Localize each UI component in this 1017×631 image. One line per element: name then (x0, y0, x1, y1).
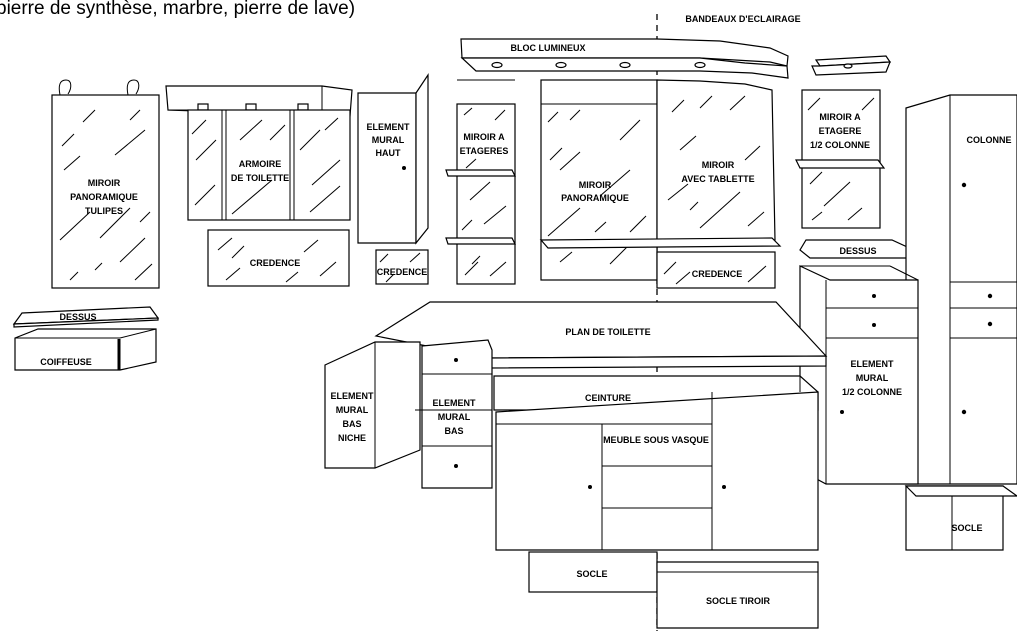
label-miroir-tablette-1: MIROIR (702, 160, 735, 170)
caption-text: pierre de synthèse, marbre, pierre de la… (0, 0, 355, 19)
label-emdc-1: ELEMENT (850, 359, 894, 369)
label-emb-3: BAS (444, 426, 463, 436)
socle-center: SOCLE (528, 551, 658, 593)
label-socle-1: SOCLE (576, 569, 607, 579)
label-embn-2: MURAL (336, 405, 369, 415)
element-mural-bas: ELEMENT MURAL BAS (415, 339, 493, 489)
miroir-avec-tablette: MIROIR AVEC TABLETTE (539, 79, 782, 249)
miroir-etagere-demi-colonne: MIROIR A ETAGERE 1/2 COLONNE (795, 89, 886, 229)
label-miroir-demi-2: ETAGERE (819, 126, 862, 136)
label-armoire-1: ARMOIRE (239, 159, 282, 169)
label-ceinture: CEINTURE (585, 393, 631, 403)
label-meuble-sous-vasque: MEUBLE SOUS VASQUE (603, 435, 709, 445)
element-mural-bas-niche: ELEMENT MURAL BAS NICHE (324, 341, 421, 469)
label-credence-2: CREDENCE (377, 267, 428, 277)
socle-tiroir: SOCLE TIROIR (656, 561, 819, 629)
label-miroir-demi-1: MIROIR A (819, 112, 861, 122)
colonne: COLONNE (905, 94, 1017, 485)
label-miroir-etageres-1: MIROIR A (463, 132, 505, 142)
miroir-panoramique-tulipes: MIROIR PANORAMIQUE TULIPES (51, 79, 160, 289)
label-embn-3: BAS (342, 419, 361, 429)
credence-3: CREDENCE (656, 251, 776, 289)
element-mural-haut: ELEMENT MURAL HAUT (357, 73, 429, 245)
label-bandeaux: BANDEAUX D'ECLAIRAGE (685, 14, 800, 24)
bloc-lumineux: BLOC LUMINEUX (460, 38, 789, 79)
label-coiffeuse: COIFFEUSE (40, 357, 92, 367)
label-socle-2: SOCLE (951, 523, 982, 533)
coiffeuse: COIFFEUSE (14, 328, 157, 371)
label-miroir-tulipes-1: MIROIR (88, 178, 121, 188)
label-miroir-pano-2: PANORAMIQUE (561, 193, 629, 203)
label-emb-2: MURAL (438, 412, 471, 422)
label-plan-toilette: PLAN DE TOILETTE (565, 327, 650, 337)
label-emh-2: MURAL (372, 135, 405, 145)
label-miroir-tablette-2: AVEC TABLETTE (681, 174, 754, 184)
label-bloc-lumineux: BLOC LUMINEUX (511, 43, 586, 53)
credence-1: CREDENCE (207, 229, 350, 287)
label-embn-1: ELEMENT (330, 391, 374, 401)
armoire-de-toilette: ARMOIRE DE TOILETTE (165, 85, 353, 221)
meuble-sous-vasque: MEUBLE SOUS VASQUE (495, 391, 819, 551)
label-emdc-3: 1/2 COLONNE (842, 387, 902, 397)
socle-right: SOCLE (904, 485, 1017, 551)
dessus-demi-colonne: DESSUS (799, 239, 919, 259)
label-miroir-pano-1: MIROIR (579, 180, 612, 190)
label-credence-3: CREDENCE (692, 269, 743, 279)
label-miroir-tulipes-2: PANORAMIQUE (70, 192, 138, 202)
label-emh-3: HAUT (376, 148, 401, 158)
label-emh-1: ELEMENT (366, 122, 410, 132)
label-armoire-2: DE TOILETTE (231, 173, 289, 183)
label-emb-1: ELEMENT (432, 398, 476, 408)
label-credence-1: CREDENCE (250, 258, 301, 268)
label-miroir-demi-3: 1/2 COLONNE (810, 140, 870, 150)
label-dessus-2: DESSUS (839, 246, 876, 256)
label-socle-tiroir: SOCLE TIROIR (706, 596, 771, 606)
label-embn-4: NICHE (338, 433, 366, 443)
miroir-a-etageres: MIROIR A ETAGERES (445, 79, 516, 285)
miroir-panoramique: MIROIR PANORAMIQUE (540, 79, 658, 281)
bandeau-demi-colonne (811, 55, 892, 76)
dessus-coiffeuse: DESSUS (12, 306, 160, 328)
label-miroir-tulipes-3: TULIPES (85, 206, 123, 216)
credence-2: CREDENCE (375, 249, 429, 285)
label-colonne: COLONNE (967, 135, 1012, 145)
label-dessus-1: DESSUS (59, 312, 96, 322)
label-emdc-2: MURAL (856, 373, 889, 383)
label-miroir-etageres-2: ETAGERES (460, 146, 509, 156)
